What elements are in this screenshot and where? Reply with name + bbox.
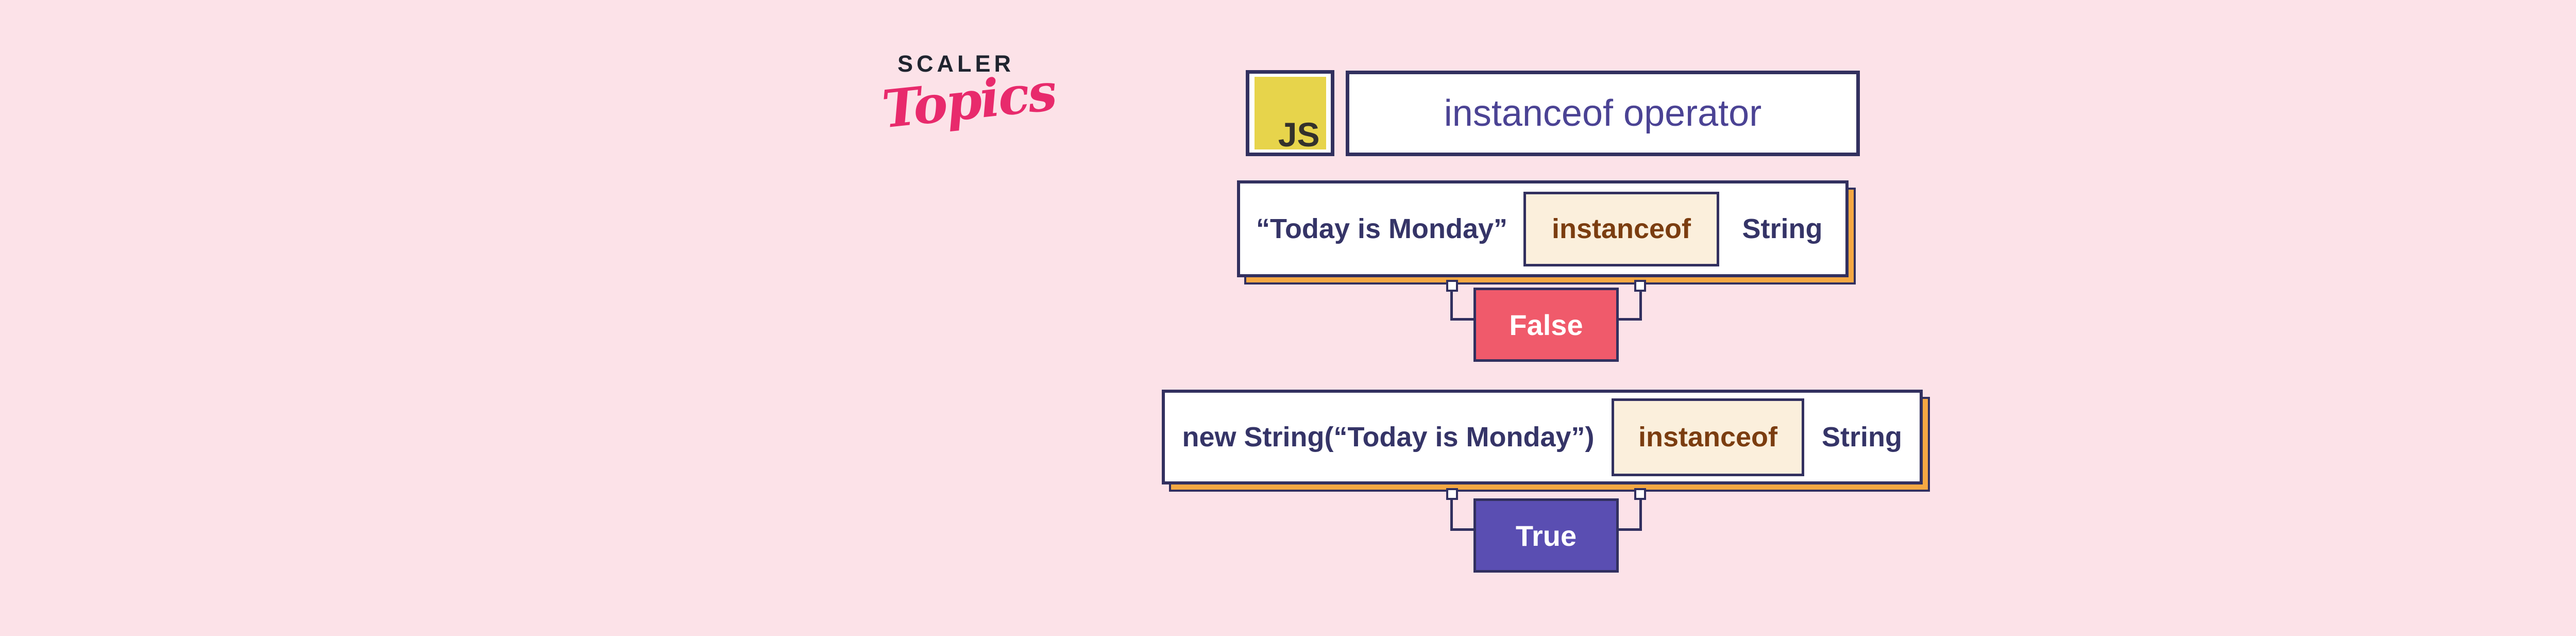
example-2-operator-box: instanceof [1612, 398, 1804, 476]
connector-line [1450, 528, 1476, 531]
example-2-box-face: new String(“Today is Monday”) instanceof… [1162, 390, 1923, 484]
connector-anchor [1446, 280, 1458, 292]
false-result-box: False [1473, 288, 1619, 362]
js-badge: JS [1246, 70, 1334, 156]
example-2-left-operand-cell: new String(“Today is Monday”) [1165, 393, 1612, 481]
page-title: instanceof operator [1444, 93, 1762, 134]
connector-line [1450, 289, 1453, 321]
connector-line [1450, 497, 1453, 531]
example-1-statement-box: “Today is Monday” instanceof String [1237, 180, 1856, 284]
example-2-statement-box: new String(“Today is Monday”) instanceof… [1162, 390, 1930, 492]
example-2-right-operand-cell: String [1804, 393, 1920, 481]
scaler-wordmark: SCALER [897, 51, 1015, 77]
example-1-left-operand: “Today is Monday” [1256, 213, 1508, 244]
example-2-right-operand: String [1822, 422, 1902, 453]
title-box: instanceof operator [1346, 71, 1860, 156]
connector-anchor [1634, 280, 1646, 292]
connector-line [1616, 318, 1642, 321]
true-result-label: True [1515, 519, 1577, 552]
connector-line [1450, 318, 1476, 321]
connector-line [1616, 528, 1642, 531]
true-result-box: True [1473, 498, 1619, 573]
example-1-left-operand-cell: “Today is Monday” [1240, 183, 1523, 274]
example-1-operator-box: instanceof [1523, 191, 1719, 266]
example-1-right-operand: String [1742, 213, 1823, 244]
example-1-box-face: “Today is Monday” instanceof String [1237, 180, 1849, 277]
example-1-operator-label: instanceof [1551, 213, 1691, 244]
connector-line [1639, 289, 1642, 321]
example-2-left-operand: new String(“Today is Monday”) [1182, 422, 1595, 453]
js-badge-label: JS [1278, 115, 1320, 154]
example-1-right-operand-cell: String [1719, 183, 1845, 274]
connector-line [1639, 497, 1642, 531]
false-result-label: False [1509, 308, 1583, 341]
connector-anchor [1446, 488, 1458, 500]
example-2-operator-label: instanceof [1638, 422, 1778, 453]
connector-anchor [1634, 488, 1646, 500]
javascript-logo-icon: JS [1254, 77, 1326, 154]
